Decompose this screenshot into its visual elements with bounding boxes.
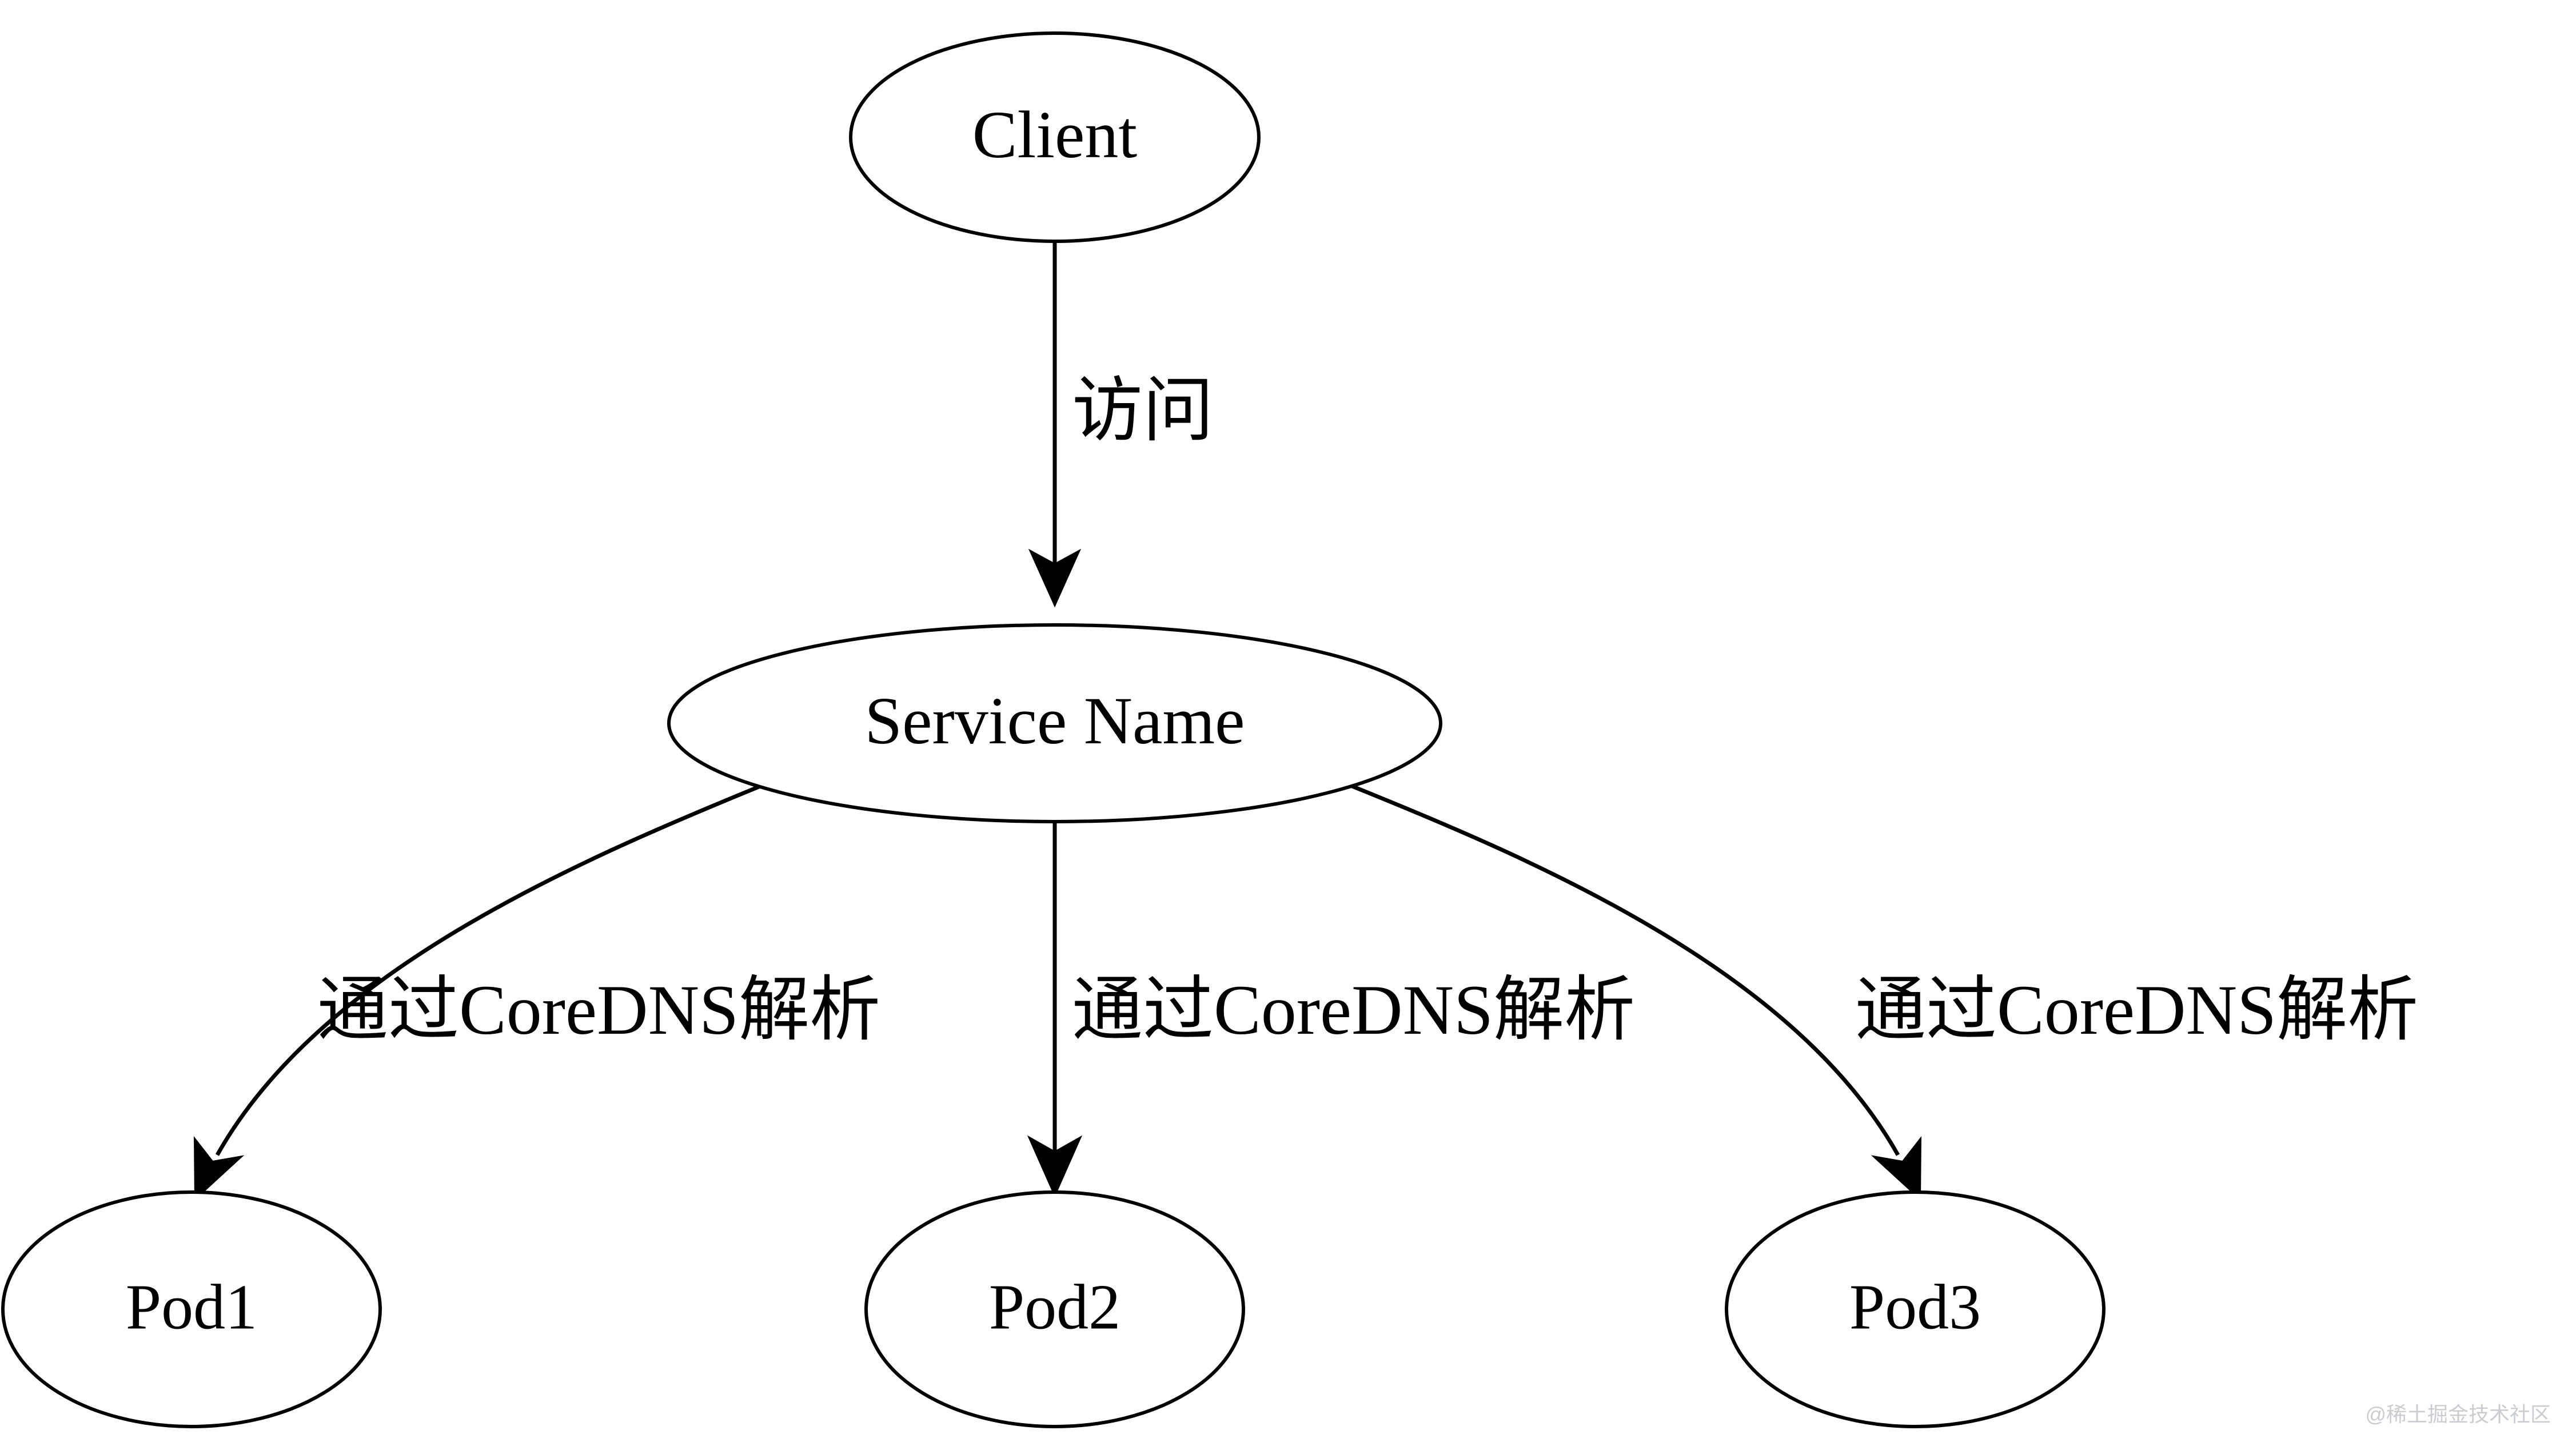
watermark-label: @稀土掘金技术社区 xyxy=(2365,1403,2551,1426)
node-client[interactable]: Client xyxy=(849,31,1261,243)
node-service[interactable]: Service Name xyxy=(667,623,1442,823)
edge-service-to-pod1-arrowhead xyxy=(193,1136,245,1201)
node-pod3-label: Pod3 xyxy=(1849,1272,1981,1343)
edge-label-service-to-pod2: 通过CoreDNS解析 xyxy=(1072,971,1635,1049)
node-pod3[interactable]: Pod3 xyxy=(1725,1190,2106,1428)
edge-label-client-to-service: 访问 xyxy=(1072,372,1214,450)
node-client-label: Client xyxy=(972,97,1138,172)
edge-service-to-pod2-arrowhead xyxy=(1027,1135,1083,1198)
node-service-label: Service Name xyxy=(864,683,1245,758)
edge-client-to-service-arrowhead xyxy=(1028,548,1082,608)
edge-service-to-pod1 xyxy=(193,784,761,1201)
node-pod1[interactable]: Pod1 xyxy=(1,1190,382,1428)
edge-service-to-pod3-arrowhead xyxy=(1871,1136,1922,1201)
edge-label-service-to-pod3: 通过CoreDNS解析 xyxy=(1855,971,2418,1049)
edge-service-to-pod2 xyxy=(1027,800,1083,1198)
edge-client-to-service xyxy=(1028,225,1082,608)
node-pod1-ellipse[interactable] xyxy=(1,1190,382,1428)
node-pod1-label: Pod1 xyxy=(126,1272,257,1343)
node-pod2-label: Pod2 xyxy=(989,1272,1120,1343)
node-service-ellipse[interactable] xyxy=(667,623,1442,823)
node-pod3-ellipse[interactable] xyxy=(1725,1190,2106,1428)
node-pod2-ellipse[interactable] xyxy=(864,1190,1245,1428)
node-client-ellipse[interactable] xyxy=(849,31,1261,243)
edge-service-to-pod3 xyxy=(1351,784,1922,1201)
edge-service-to-pod3-line xyxy=(1351,784,1900,1156)
node-pod2[interactable]: Pod2 xyxy=(864,1190,1245,1428)
edge-service-to-pod1-line xyxy=(215,784,761,1156)
edge-label-service-to-pod1: 通过CoreDNS解析 xyxy=(317,971,880,1049)
